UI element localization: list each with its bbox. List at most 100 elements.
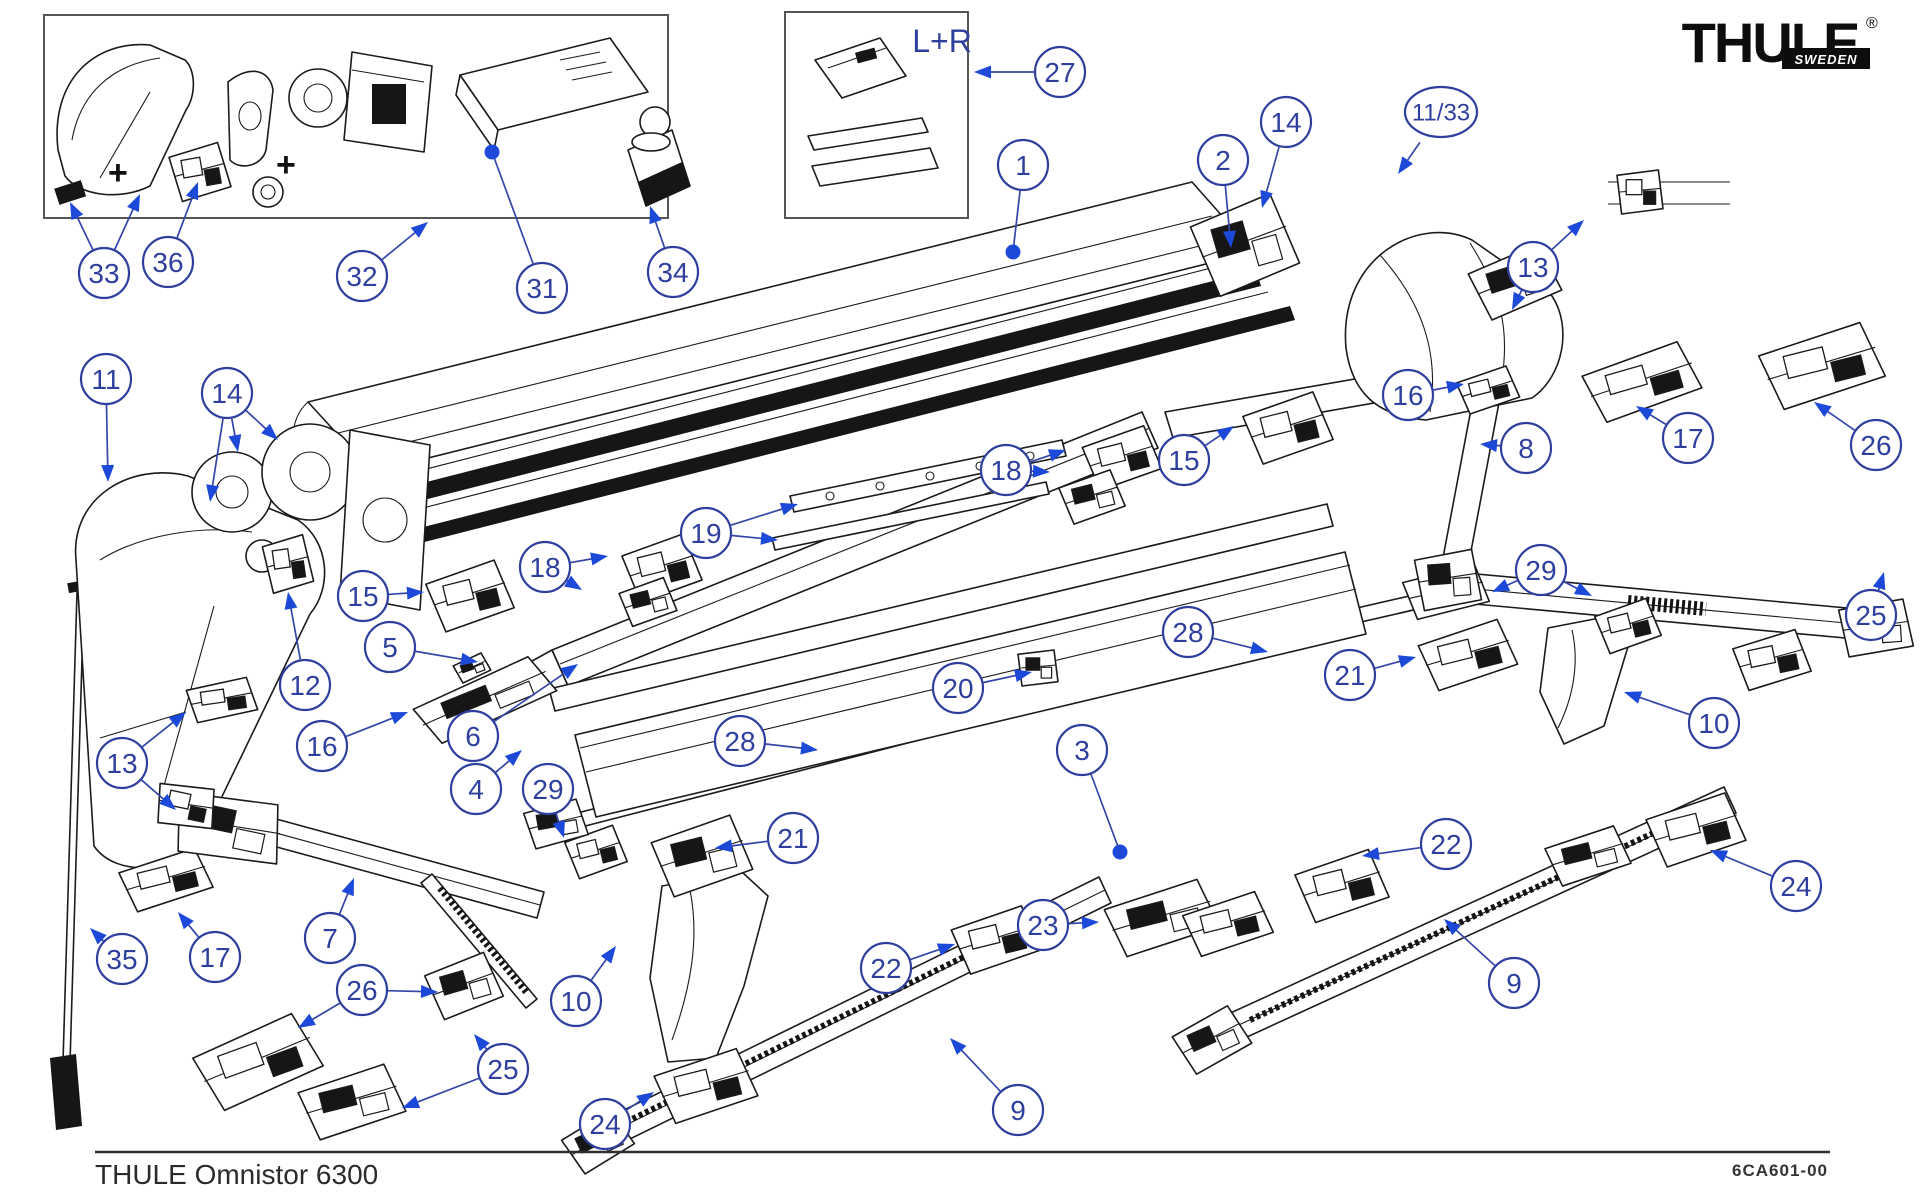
- callout-21: 21: [715, 811, 820, 865]
- leader-line: [1551, 228, 1576, 251]
- arrowhead-icon: [1398, 156, 1414, 174]
- part-sketch-icon: [653, 1047, 759, 1125]
- leader-line: [958, 1046, 1001, 1092]
- callout-number: 33: [88, 258, 119, 289]
- callout-24: 24: [1710, 850, 1823, 913]
- leader-line: [176, 193, 195, 238]
- callout-number: 31: [526, 273, 557, 304]
- leader-line: [141, 719, 177, 748]
- callout-number: 24: [589, 1109, 620, 1140]
- callout-circle: [991, 1083, 1045, 1137]
- callout-9: 9: [1444, 919, 1541, 1010]
- callout-number: 32: [346, 261, 377, 292]
- part-sketch-icon: [297, 1063, 407, 1141]
- callout-6: 6: [446, 664, 578, 763]
- arrowhead-icon: [760, 531, 778, 545]
- part-sketch-icon: [423, 951, 505, 1021]
- callout-circle: [1506, 240, 1560, 294]
- part-sketch-icon: [452, 652, 492, 684]
- callout-number: 9: [1010, 1095, 1026, 1126]
- callout-circle: [79, 352, 133, 406]
- part-sketch-icon: [1081, 425, 1163, 491]
- callout-number: 16: [1392, 380, 1423, 411]
- part-sketch-icon: [563, 824, 629, 880]
- arrowhead-icon: [1397, 655, 1416, 668]
- leader-dot: [1112, 844, 1128, 860]
- callout-circle: [1033, 45, 1087, 99]
- callout-number: 1: [1015, 150, 1031, 181]
- leader-line: [105, 404, 109, 470]
- arrowhead-icon: [636, 1092, 654, 1107]
- callout-22: 22: [859, 941, 955, 995]
- arrowhead-icon: [950, 1038, 967, 1055]
- callout-number: 10: [560, 986, 591, 1017]
- arrowhead-icon: [168, 712, 186, 728]
- part-sketch-icon: [168, 141, 232, 203]
- callout-27: 27: [974, 45, 1087, 99]
- callout-3: 3: [1055, 723, 1128, 860]
- callout-circle: [476, 1042, 530, 1096]
- callout-circle: [1403, 85, 1479, 139]
- leader-line: [493, 670, 568, 722]
- callout-number: 10: [1698, 708, 1729, 739]
- motor-sketch-icon: [288, 51, 433, 153]
- leader-line: [415, 650, 466, 661]
- callout-19: 19: [679, 502, 798, 560]
- callout-25: 25: [1844, 572, 1898, 642]
- callout-circle: [77, 246, 131, 300]
- leader-line: [910, 947, 944, 961]
- callout-8: 8: [1480, 421, 1553, 475]
- callout-number: 15: [1168, 445, 1199, 476]
- callout-number: 3: [1074, 735, 1090, 766]
- callout-23: 23: [1016, 898, 1099, 952]
- callout-number: 24: [1780, 871, 1811, 902]
- callout-circle: [518, 540, 572, 594]
- callout-circle: [188, 930, 242, 984]
- part-sketch-icon: [618, 576, 678, 628]
- plus-sign: +: [108, 154, 128, 192]
- callout-18: 18: [979, 443, 1066, 497]
- callout-21: 21: [1323, 648, 1416, 702]
- part-sketch-icon: [157, 782, 215, 830]
- callout-number: 26: [1860, 430, 1891, 461]
- part-sketch-icon: [1645, 792, 1747, 868]
- leader-line: [74, 213, 94, 250]
- callout-33: 33: [70, 194, 140, 300]
- callout-circle: [515, 261, 569, 315]
- arrowhead-icon: [1014, 669, 1032, 682]
- callout-28: 28: [713, 714, 818, 768]
- callout-15: 15: [1157, 426, 1234, 487]
- spring-arm-left: [206, 801, 545, 1009]
- callout-number: 18: [990, 455, 1021, 486]
- leader-line: [1030, 453, 1054, 463]
- leader-line: [211, 418, 224, 490]
- callout-16: 16: [295, 712, 408, 773]
- arrowhead-icon: [406, 586, 424, 600]
- product-title: THULE Omnistor 6300: [95, 1159, 378, 1190]
- arrowhead-icon: [936, 943, 955, 956]
- lr-bracket-sketch-icon: [807, 37, 939, 187]
- part-sketch-icon: [1732, 628, 1812, 692]
- callout-17: 17: [1636, 406, 1715, 465]
- callout-circle: [521, 762, 575, 816]
- arrowhead-icon: [1492, 579, 1511, 592]
- part-sketch-icon: [1242, 391, 1334, 465]
- part-sketch-icon: [1058, 469, 1126, 525]
- part-sketch-icon: [1593, 597, 1663, 655]
- logo-sub-text: SWEDEN: [1794, 52, 1857, 67]
- callout-26: 26: [298, 963, 438, 1028]
- callout-number: 4: [468, 774, 484, 805]
- leader-line: [491, 151, 534, 264]
- callout-circle: [1849, 418, 1903, 472]
- callout-22: 22: [1362, 817, 1473, 871]
- arrowhead-icon: [70, 202, 84, 221]
- arrowhead-icon: [1567, 220, 1584, 237]
- callout-circle: [979, 443, 1033, 497]
- part-sketch-icon: [1294, 848, 1390, 924]
- leader-line: [114, 205, 136, 250]
- callout-circle: [95, 736, 149, 790]
- arrowhead-icon: [178, 912, 194, 930]
- arrowhead-icon: [90, 928, 107, 945]
- leader-line: [730, 507, 786, 526]
- arrowhead-icon: [552, 819, 565, 838]
